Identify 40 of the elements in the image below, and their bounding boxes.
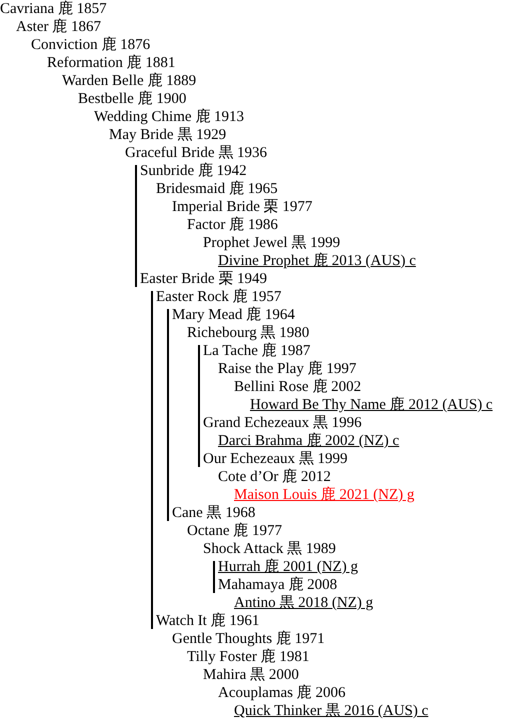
pedigree-entry: Prophet Jewel 黒 1999 — [203, 234, 340, 252]
pedigree-entry: Maison Louis 鹿 2021 (NZ) g — [234, 486, 414, 504]
pedigree-entry: Quick Thinker 黒 2016 (AUS) c — [234, 702, 428, 720]
pedigree-entry: Conviction 鹿 1876 — [31, 36, 150, 54]
pedigree-entry: Watch It 鹿 1961 — [156, 612, 260, 630]
pedigree-entry: Mahamaya 鹿 2008 — [218, 576, 338, 594]
pedigree-entry: May Bride 黒 1929 — [109, 126, 226, 144]
pedigree-entry: Factor 鹿 1986 — [187, 216, 278, 234]
pedigree-entry: Imperial Bride 栗 1977 — [172, 198, 312, 216]
pedigree-entry: Gentle Thoughts 鹿 1971 — [172, 630, 325, 648]
pedigree-entry: Sunbride 鹿 1942 — [140, 162, 247, 180]
pedigree-entry: Bellini Rose 鹿 2002 — [234, 378, 362, 396]
pedigree-entry: Acouplamas 鹿 2006 — [218, 684, 346, 702]
pedigree-entry: Cavriana 鹿 1857 — [0, 0, 107, 18]
pedigree-entry: Raise the Play 鹿 1997 — [218, 360, 356, 378]
pedigree-entry: La Tache 鹿 1987 — [203, 342, 310, 360]
pedigree-entry: Mary Mead 鹿 1964 — [172, 306, 295, 324]
pedigree-entry: Antino 黒 2018 (NZ) g — [234, 594, 374, 612]
pedigree-entry: Bridesmaid 鹿 1965 — [156, 180, 278, 198]
pedigree-entry: Cane 黒 1968 — [172, 504, 256, 522]
pedigree-entry: Easter Bride 栗 1949 — [140, 270, 268, 288]
pedigree-entry: Tilly Foster 鹿 1981 — [187, 648, 310, 666]
pedigree-entry: Octane 鹿 1977 — [187, 522, 282, 540]
pedigree-entry: Darci Brahma 鹿 2002 (NZ) c — [218, 432, 400, 450]
pedigree-entry: Aster 鹿 1867 — [16, 18, 101, 36]
pedigree-entry: Divine Prophet 鹿 2013 (AUS) c — [218, 252, 416, 270]
pedigree-entry: Reformation 鹿 1881 — [47, 54, 176, 72]
pedigree-entry: Cote d’Or 鹿 2012 — [218, 468, 331, 486]
pedigree-entry: Grand Echezeaux 黒 1996 — [203, 414, 362, 432]
pedigree-entry: Shock Attack 黒 1989 — [203, 540, 336, 558]
pedigree-entry: Wedding Chime 鹿 1913 — [94, 108, 244, 126]
pedigree-entry: Easter Rock 鹿 1957 — [156, 288, 282, 306]
pedigree-entry: Mahira 黒 2000 — [203, 666, 299, 684]
pedigree-entry: Richebourg 黒 1980 — [187, 324, 310, 342]
pedigree-entry: Howard Be Thy Name 鹿 2012 (AUS) c — [250, 396, 493, 414]
pedigree-entry: Our Echezeaux 黒 1999 — [203, 450, 348, 468]
pedigree-entry: Bestbelle 鹿 1900 — [78, 90, 186, 108]
pedigree-entry: Hurrah 鹿 2001 (NZ) g — [218, 558, 358, 576]
pedigree-entry: Warden Belle 鹿 1889 — [62, 72, 196, 90]
pedigree-entry: Graceful Bride 黒 1936 — [125, 144, 268, 162]
